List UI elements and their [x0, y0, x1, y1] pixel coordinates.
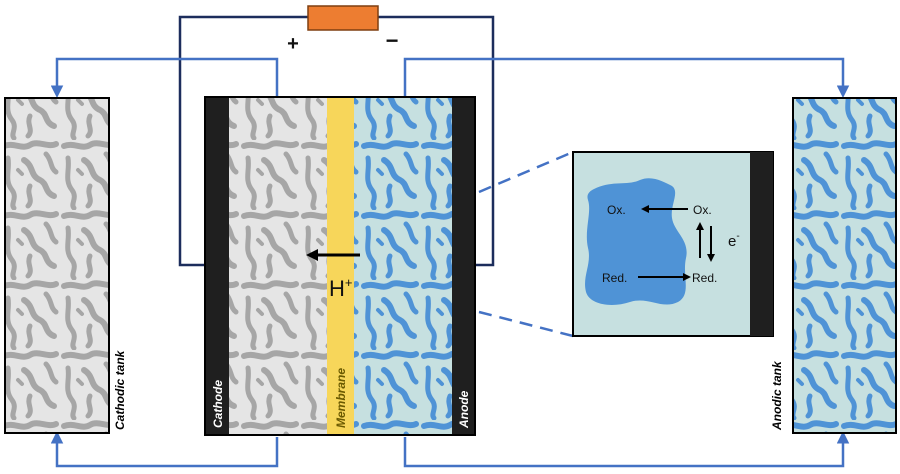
proton-symbol: H — [329, 276, 345, 301]
cathode-electrode — [205, 97, 229, 435]
cell-frame — [204, 96, 476, 436]
cathodic-tank: Cathodic tank — [4, 97, 127, 434]
anode-outflow-pipe — [403, 57, 850, 98]
active-species-blob — [585, 178, 687, 305]
zoom-connectors — [478, 150, 574, 338]
ox-left-label: Ox. — [607, 203, 626, 217]
electron-charge: - — [736, 231, 739, 242]
anode-electrode — [452, 97, 475, 435]
membrane-label: Membrane — [334, 368, 348, 428]
external-circuit: + − — [178, 5, 495, 267]
red-right-label: Red. — [692, 271, 717, 285]
electron-symbol: e — [728, 233, 736, 250]
flow-cell: Cathode Membrane Anode H+ — [204, 96, 476, 436]
proton-label: H+ — [329, 275, 352, 301]
cathodic-tank-label: Cathodic tank — [113, 349, 127, 430]
red-left-label: Red. — [602, 271, 627, 285]
plus-sign: + — [287, 33, 299, 55]
resistor — [307, 5, 379, 31]
electron-label: e- — [728, 231, 740, 250]
reaction-inset: Ox. Ox. Red. Red. e- — [572, 151, 774, 337]
anode-label: Anode — [457, 390, 471, 429]
anode-return-pipe — [403, 431, 850, 468]
electrolyte-pipes — [50, 57, 850, 468]
cathode-return-pipe — [50, 431, 279, 468]
anodic-tank: Anodic tank — [770, 97, 897, 434]
membrane — [327, 97, 354, 435]
cathode-label: Cathode — [211, 380, 225, 428]
anode-compartment — [354, 97, 452, 435]
cathode-compartment — [229, 97, 327, 435]
minus-sign: − — [386, 28, 399, 53]
cathode-outflow-pipe — [50, 57, 279, 98]
inset-electrode — [750, 152, 773, 336]
proton-charge: + — [345, 275, 353, 290]
ox-right-label: Ox. — [693, 203, 712, 217]
anodic-tank-label: Anodic tank — [770, 360, 784, 431]
